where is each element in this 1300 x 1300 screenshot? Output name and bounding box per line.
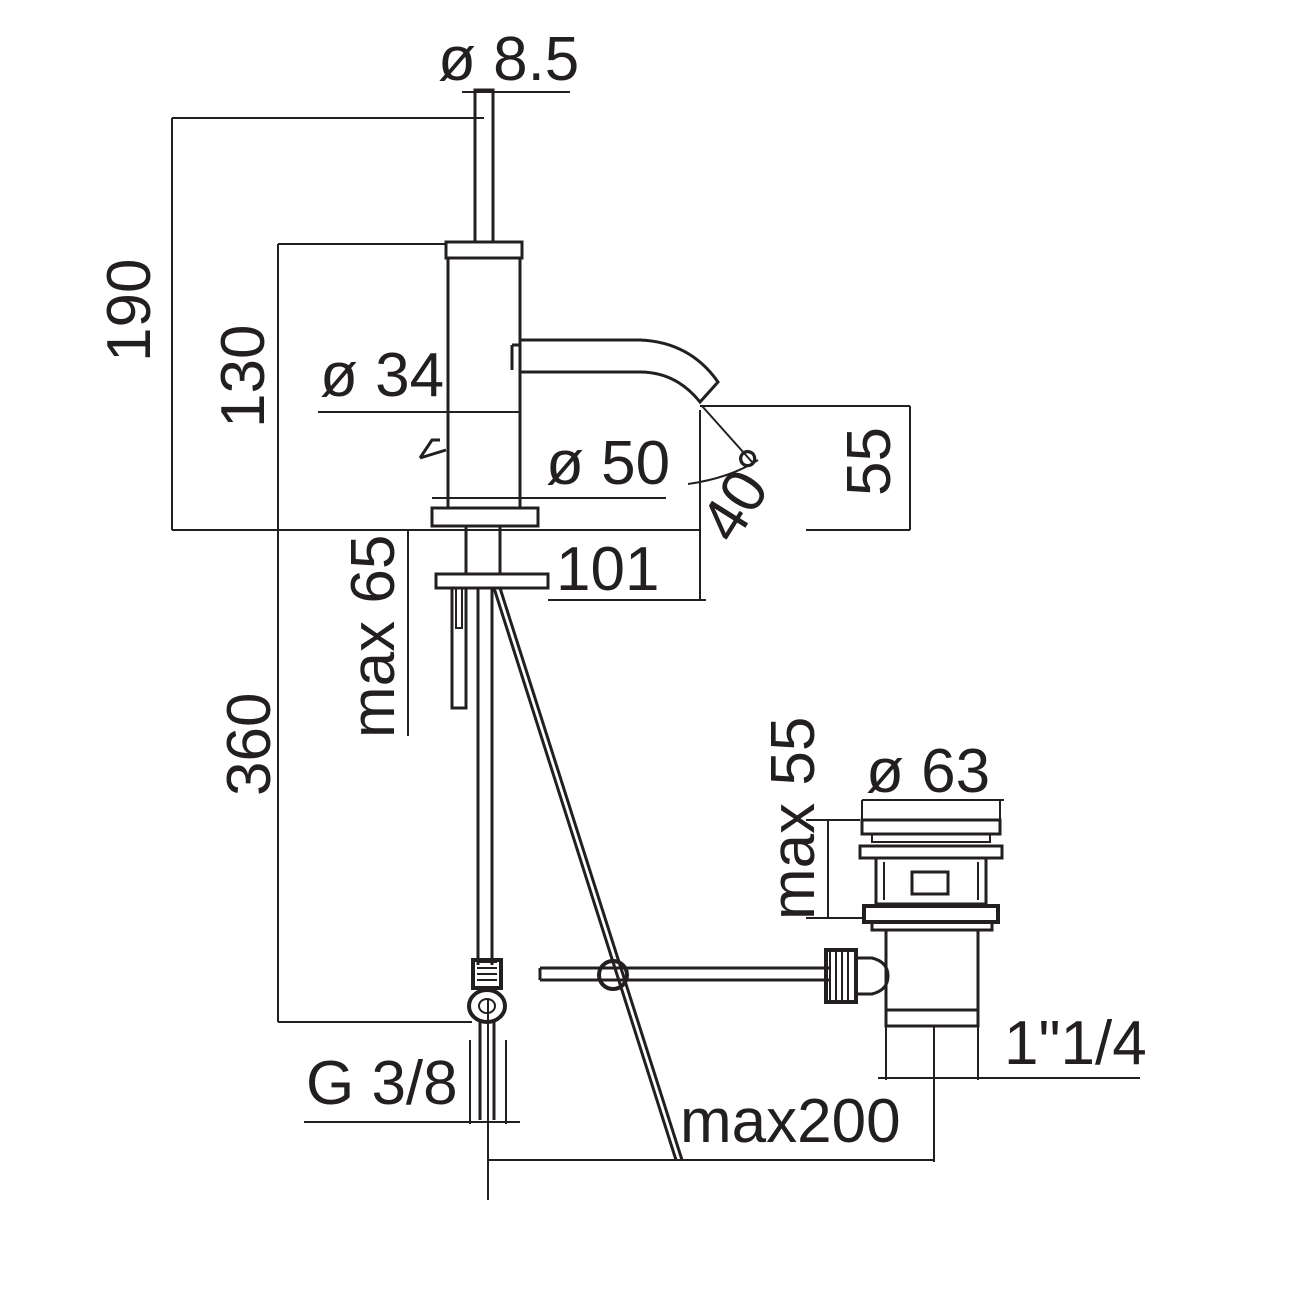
- faucet-body: [418, 88, 890, 1161]
- label-max-55-waste: max 55: [759, 717, 828, 920]
- waste-drain: [858, 818, 1004, 1028]
- label-thread-inlet: G 3/8: [306, 1049, 458, 1118]
- label-max-65: max 65: [339, 535, 408, 738]
- label-360: 360: [215, 693, 284, 796]
- dimension-lines: [171, 91, 1140, 1200]
- label-d-base: ø 50: [546, 429, 670, 498]
- dimension-labels: ø 8.5 190 130 ø 34 ø 50 55 40° 101 max 6…: [95, 25, 1147, 1156]
- label-thread-waste: 1"1/4: [1004, 1009, 1147, 1078]
- label-130: 130: [209, 325, 278, 428]
- label-d-rod: ø 8.5: [438, 25, 579, 94]
- label-d-waste: ø 63: [866, 737, 990, 806]
- label-max-200: max200: [680, 1087, 901, 1156]
- label-d-body: ø 34: [320, 341, 444, 410]
- label-angle: 40°: [687, 437, 795, 553]
- label-190: 190: [95, 259, 164, 362]
- label-101: 101: [556, 535, 659, 604]
- label-55: 55: [835, 427, 904, 496]
